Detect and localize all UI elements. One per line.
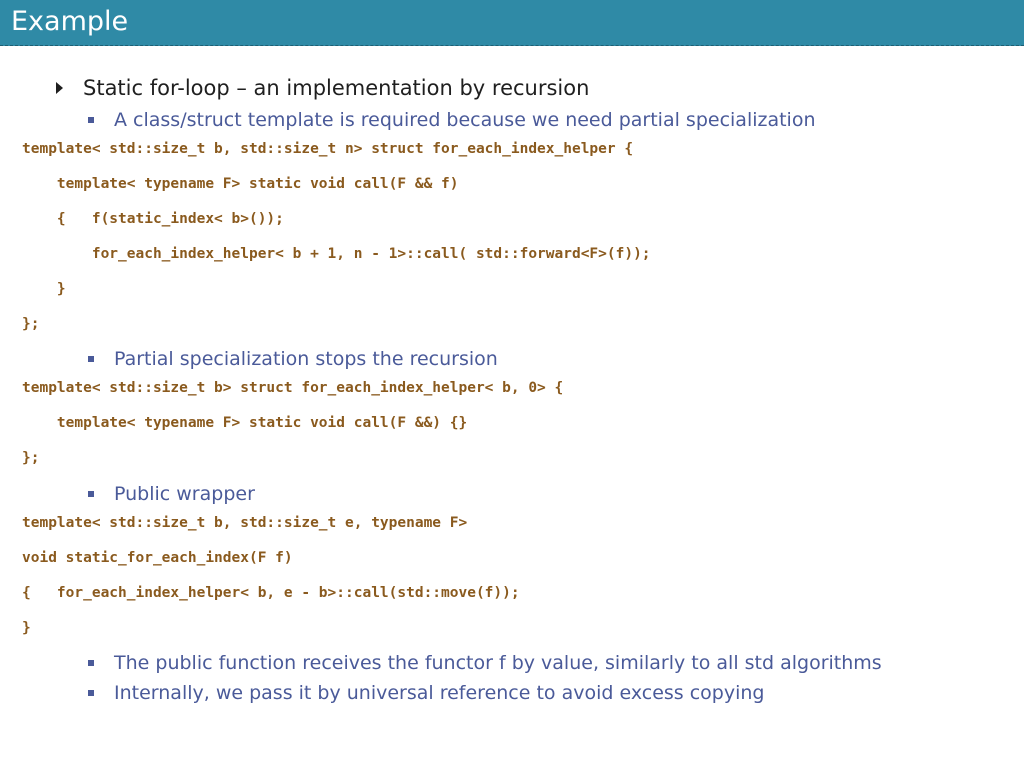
- triangle-right-icon: [56, 82, 63, 94]
- code-line: template< std::size_t b> struct for_each…: [22, 380, 564, 396]
- slide-title: Example: [11, 6, 129, 37]
- square-bullet-icon: [88, 690, 94, 696]
- code-line: void static_for_each_index(F f): [22, 550, 293, 566]
- code-line: { for_each_index_helper< b, e - b>::call…: [22, 585, 520, 601]
- bullet-text: The public function receives the functor…: [114, 652, 882, 674]
- code-line: template< typename F> static void call(F…: [22, 415, 468, 431]
- code-line: }: [22, 281, 66, 297]
- code-line: };: [22, 450, 40, 466]
- title-bar: Example: [0, 0, 1024, 46]
- bullet-text: Public wrapper: [114, 483, 255, 505]
- square-bullet-icon: [88, 660, 94, 666]
- bullet-text: A class/struct template is required beca…: [114, 109, 816, 131]
- square-bullet-icon: [88, 117, 94, 123]
- square-bullet-icon: [88, 491, 94, 497]
- bullet-text: Partial specialization stops the recursi…: [114, 348, 498, 370]
- code-line: template< std::size_t b, std::size_t e, …: [22, 515, 468, 531]
- code-line: template< typename F> static void call(F…: [22, 176, 459, 192]
- code-line: }: [22, 620, 31, 636]
- code-line: { f(static_index< b>());: [22, 211, 284, 227]
- bullet-text: Internally, we pass it by universal refe…: [114, 682, 765, 704]
- code-line: for_each_index_helper< b + 1, n - 1>::ca…: [22, 246, 651, 262]
- square-bullet-icon: [88, 356, 94, 362]
- heading-text: Static for-loop – an implementation by r…: [83, 76, 590, 100]
- code-line: template< std::size_t b, std::size_t n> …: [22, 141, 634, 157]
- code-line: };: [22, 316, 40, 332]
